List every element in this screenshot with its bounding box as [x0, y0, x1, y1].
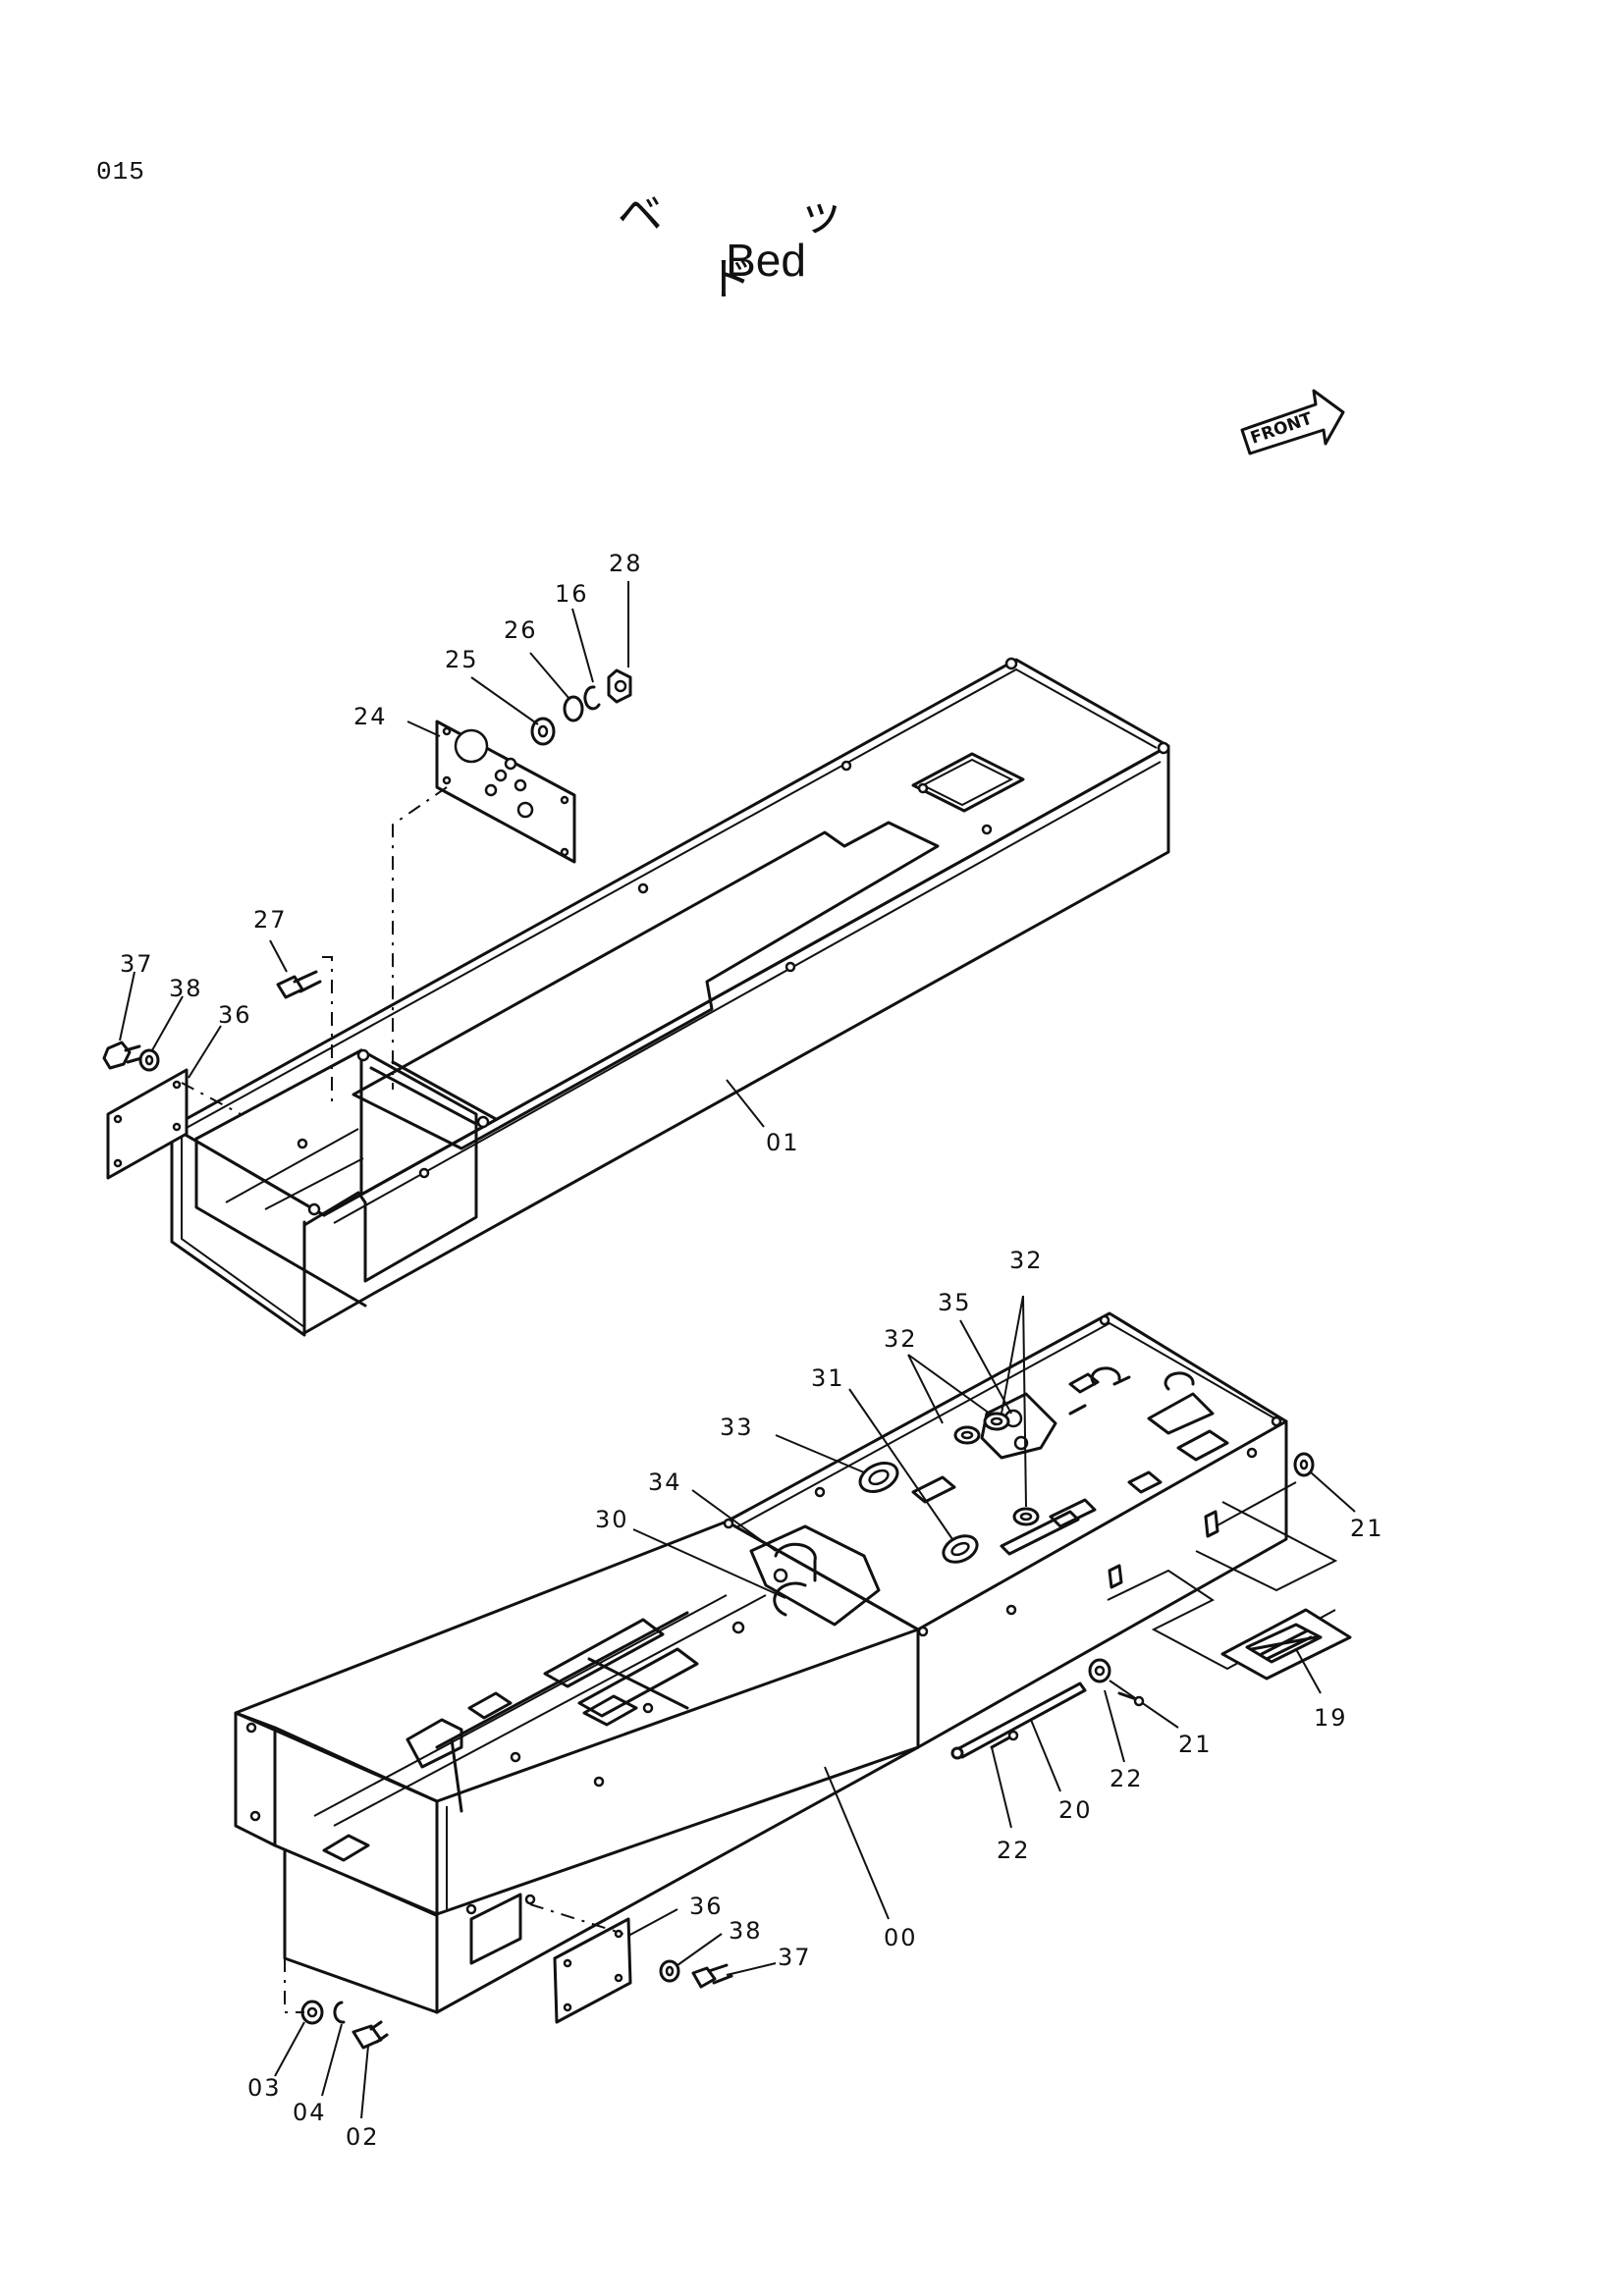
callout-38-lower: 38 — [729, 1917, 763, 1945]
lower-frame-callouts: 32 35 32 31 33 34 30 — [595, 1247, 1044, 1599]
end-plate-36-lower: 36 — [529, 1893, 724, 2024]
callout-37-upper: 37 — [120, 950, 154, 978]
end-plate-36-upper: 36 — [106, 1001, 252, 1180]
callout-33: 33 — [720, 1414, 754, 1441]
fasteners-02-03-04: 03 04 02 — [247, 1958, 389, 2151]
callout-01: 01 — [766, 1129, 800, 1156]
callout-32-right: 32 — [1009, 1247, 1044, 1274]
callout-25: 25 — [445, 646, 479, 673]
callout-32-left: 32 — [884, 1325, 918, 1353]
lower-frame-00: 00 — [234, 1311, 1288, 2014]
callout-22-left: 22 — [997, 1837, 1031, 1864]
fastener-stack-upper: 25 26 16 28 — [445, 550, 643, 746]
callout-03: 03 — [247, 2074, 282, 2102]
upper-frame-01: 01 — [170, 657, 1170, 1337]
callout-36-upper: 36 — [218, 1001, 252, 1029]
callout-28: 28 — [609, 550, 643, 577]
callout-27: 27 — [253, 906, 288, 934]
callout-36-lower: 36 — [689, 1893, 724, 1920]
callout-35: 35 — [938, 1289, 972, 1316]
front-direction-arrow: FRONT — [1240, 389, 1345, 455]
callout-16: 16 — [555, 580, 589, 608]
washer-21-upper: 21 — [1204, 1452, 1384, 1542]
fasteners-37-38-upper: 37 38 — [102, 950, 203, 1072]
callout-22-right: 22 — [1110, 1765, 1144, 1792]
callout-38-upper: 38 — [169, 975, 203, 1002]
callout-24: 24 — [353, 703, 388, 730]
callout-20: 20 — [1058, 1796, 1093, 1824]
title-japanese: ベ ッ ド — [617, 187, 905, 305]
page-number: 015 — [96, 157, 145, 187]
callout-02: 02 — [346, 2123, 380, 2151]
fasteners-37-38-lower: 38 37 — [659, 1917, 812, 1989]
callout-21-lower: 21 — [1178, 1731, 1213, 1758]
step-19: 19 — [1107, 1501, 1352, 1732]
callout-37-lower: 37 — [778, 1944, 812, 1971]
callout-30: 30 — [595, 1506, 629, 1533]
callout-26: 26 — [504, 616, 538, 644]
callout-19: 19 — [1314, 1704, 1348, 1732]
callout-00: 00 — [884, 1924, 918, 1951]
callout-31: 31 — [811, 1364, 845, 1392]
title-english: Bed — [726, 235, 806, 286]
pin-assembly-20-21-22: 21 20 22 22 — [950, 1658, 1213, 1864]
callout-34: 34 — [648, 1468, 682, 1496]
bolt-27: 27 — [253, 906, 333, 1109]
callout-21-upper: 21 — [1350, 1515, 1384, 1542]
callout-04: 04 — [293, 2099, 327, 2126]
plate-24: 24 — [353, 703, 576, 1090]
